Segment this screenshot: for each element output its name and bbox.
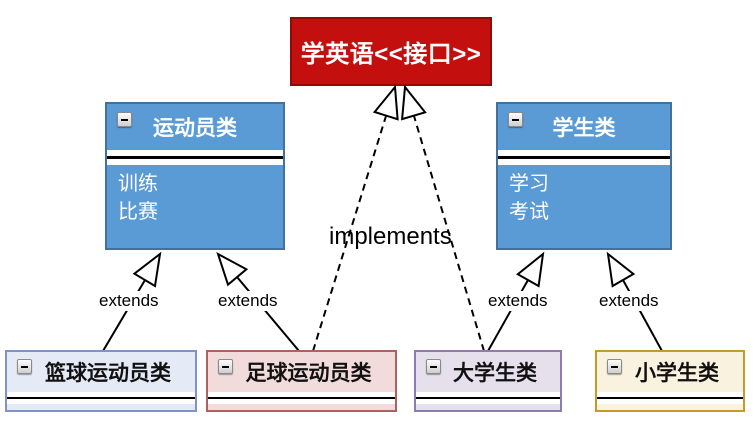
generalization-arrowhead-icon [516,251,545,288]
collapse-minus-icon[interactable] [508,112,523,127]
separator-line [107,156,283,159]
separator-line [208,396,395,400]
interface-box-learn-english[interactable]: 学英语<<接口>> [290,17,492,86]
extends-label: extends [216,291,280,311]
class-title: 运动员类 [153,117,237,140]
class-box-basketball-athlete[interactable]: 篮球运动员类 [5,350,197,412]
collapse-minus-icon[interactable] [218,359,233,374]
class-title: 大学生类 [453,362,537,385]
implements-line-college [413,115,485,352]
implements-label: implements [329,223,452,250]
class-box-primary-student[interactable]: 小学生类 [595,350,745,412]
separator-line [7,396,195,400]
class-header: 运动员类 [107,104,283,150]
class-box-football-athlete[interactable]: 足球运动员类 [206,350,397,412]
minus-glyph [430,365,437,368]
method-label: 比赛 [118,201,158,223]
extends-label: extends [486,291,550,311]
compartment-separator [7,392,195,404]
minus-glyph [21,365,28,368]
collapse-minus-icon[interactable] [17,359,32,374]
minus-glyph [222,365,229,368]
separator-line [597,396,743,400]
generalization-arrowhead-icon [216,251,249,287]
separator-line [498,156,670,159]
realization-arrowhead-icon [372,84,399,121]
extends-label: extends [97,291,161,311]
class-box-student[interactable]: 学生类 学习 考试 [496,102,672,250]
minus-glyph [121,118,128,121]
compartment-separator [416,392,560,404]
class-box-athlete[interactable]: 运动员类 训练 比赛 [105,102,285,250]
class-title: 小学生类 [635,362,719,385]
compartment-separator [498,150,670,165]
class-title: 学生类 [552,117,616,140]
separator-line [416,396,560,400]
class-header: 大学生类 [416,352,560,392]
compartment-separator [597,392,743,404]
collapse-minus-icon[interactable] [426,359,441,374]
class-title: 足球运动员类 [245,362,372,385]
interface-title: 学英语<<接口>> [300,41,482,68]
minus-glyph [512,118,519,121]
class-header: 足球运动员类 [208,352,395,392]
class-header: 篮球运动员类 [7,352,195,392]
generalization-arrowhead-icon [132,251,162,288]
class-title: 篮球运动员类 [45,362,171,385]
class-header: 小学生类 [597,352,743,392]
class-methods: 学习 考试 [498,165,670,226]
minus-glyph [611,365,618,368]
class-box-college-student[interactable]: 大学生类 [414,350,562,412]
collapse-minus-icon[interactable] [607,359,622,374]
method-label: 学习 [509,173,549,195]
generalization-arrowhead-icon [606,251,636,288]
realization-arrowhead-icon [400,84,427,121]
class-header: 学生类 [498,104,670,150]
compartment-separator [107,150,283,165]
class-methods: 训练 比赛 [107,165,283,226]
method-label: 训练 [118,173,158,195]
collapse-minus-icon[interactable] [117,112,132,127]
compartment-separator [208,392,395,404]
method-label: 考试 [509,201,549,223]
extends-label: extends [597,291,661,311]
extends-line-football [236,276,300,352]
implements-line-football [312,115,387,352]
